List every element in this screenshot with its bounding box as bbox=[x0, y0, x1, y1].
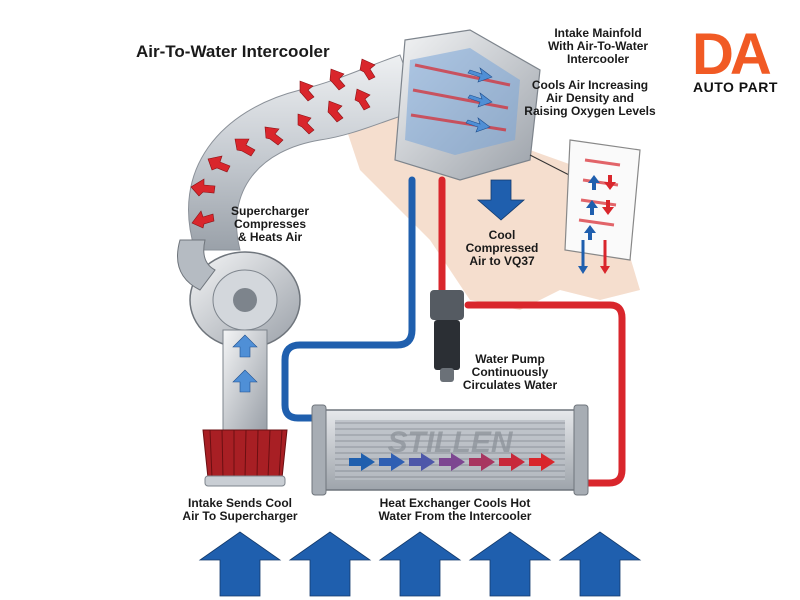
label-heat-exchanger: Heat Exchanger Cools Hot Water From the … bbox=[378, 496, 532, 523]
cool-water-line bbox=[281, 176, 416, 422]
diagram-title: Air-To-Water Intercooler bbox=[136, 42, 330, 61]
intake-manifold bbox=[394, 29, 541, 181]
brand-text: STILLEN bbox=[388, 426, 514, 459]
water-pump-icon bbox=[430, 290, 464, 382]
label-intake-sends: Intake Sends Cool Air To Supercharger bbox=[182, 496, 298, 523]
air-filter-icon bbox=[202, 429, 288, 487]
label-cools-air: Cools Air Increasing Air Density and Rai… bbox=[524, 78, 656, 118]
cool-air-arrow bbox=[476, 179, 526, 221]
hot-air-arrows bbox=[190, 58, 376, 229]
heat-exchanger: STILLEN bbox=[311, 404, 589, 496]
label-cool-compressed-air: Cool Compressed Air to VQ37 bbox=[465, 228, 539, 268]
logo-text: AUTO PART bbox=[693, 79, 778, 95]
logo-mark: DA bbox=[692, 22, 775, 87]
label-supercharger: Supercharger Compresses & Heats Air bbox=[230, 204, 310, 244]
ambient-air-arrows bbox=[198, 531, 642, 597]
label-intake-manifold: Intake Mainfold With Air-To-Water Interc… bbox=[547, 26, 649, 66]
hot-water-line bbox=[438, 176, 626, 487]
supercharger bbox=[177, 239, 301, 349]
intake-air-arrows bbox=[232, 334, 258, 393]
detail-inset bbox=[529, 139, 641, 274]
water-flow-arrows bbox=[349, 453, 555, 471]
svg-text:DA: DA bbox=[692, 22, 771, 87]
label-water-pump: Water Pump Continuously Circulates Water bbox=[462, 352, 558, 392]
